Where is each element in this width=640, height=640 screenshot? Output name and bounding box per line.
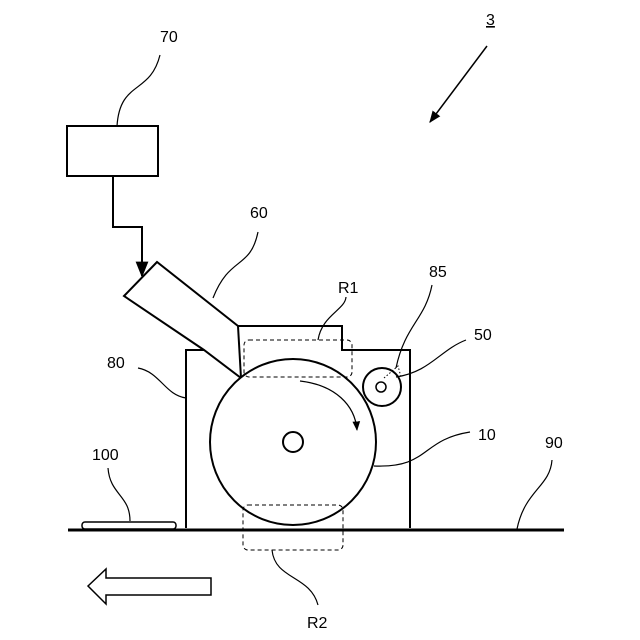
signal-line [113, 176, 142, 276]
supply-leader [213, 232, 258, 298]
controller-box [67, 126, 158, 176]
label-supply: 60 [250, 205, 268, 222]
object-plate [82, 522, 176, 529]
label-figure: 3 [486, 12, 495, 29]
supply-hopper [124, 262, 241, 378]
base-leader [517, 460, 552, 529]
label-drum: 10 [478, 427, 496, 444]
movement-arrow [88, 569, 211, 604]
small-roller-axle [376, 382, 386, 392]
drum-axle [283, 432, 303, 452]
figure-arrow [430, 46, 487, 122]
label-base: 90 [545, 435, 563, 452]
label-region-r1: R1 [338, 280, 359, 297]
frame-body [186, 350, 204, 528]
drum-leader [374, 432, 470, 466]
region-r2-leader [272, 550, 318, 605]
label-controller: 70 [160, 29, 178, 46]
label-frame: 80 [107, 355, 125, 372]
roller-leader-85 [396, 285, 432, 368]
label-region-r2: R2 [307, 615, 328, 632]
roller-leader-50 [396, 340, 466, 377]
object-leader [108, 468, 130, 521]
label-roller-50: 50 [474, 327, 492, 344]
controller-leader [117, 55, 160, 126]
frame-leader [138, 368, 186, 398]
label-roller-85: 85 [429, 264, 447, 281]
label-object: 100 [92, 447, 119, 464]
